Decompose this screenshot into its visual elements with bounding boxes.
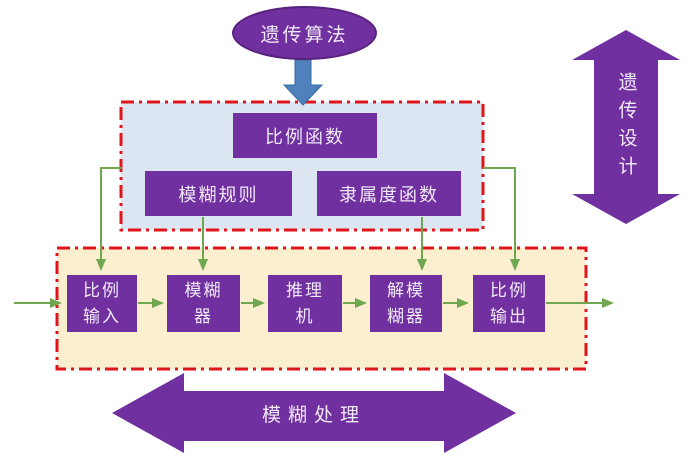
genetic-algorithm-label: 遗传算法 <box>260 24 349 46</box>
proportion-function-label: 比例函数 <box>265 126 345 147</box>
fuzzy-rules-label: 模糊规则 <box>178 184 259 205</box>
connector-design-to-input <box>96 167 122 271</box>
proportion-input-label: 比例 输入 <box>83 281 121 326</box>
connector-design-to-output <box>483 167 520 271</box>
inference-engine-label: 推理 机 <box>286 281 324 326</box>
fuzzy-processing-arrow-label-wrap: 模糊处理 <box>112 396 516 430</box>
proportion-output-label: 比例 输出 <box>490 281 528 326</box>
genetic-design-arrow-label-wrap: 遗传设计 <box>594 62 658 194</box>
genetic-algorithm-node: 遗传算法 <box>232 6 377 60</box>
fuzzy-processing-label: 模糊处理 <box>261 404 366 426</box>
fuzzifier-label: 模糊 器 <box>184 281 223 326</box>
box-fuzzy-rules: 模糊规则 <box>145 171 292 216</box>
genetic-design-arrow-icon <box>572 30 680 224</box>
box-fuzzifier: 模糊 器 <box>167 275 240 332</box>
box-defuzzifier: 解模 糊器 <box>370 275 442 332</box>
genetic-to-design-arrow-icon <box>282 59 324 106</box>
defuzzifier-label: 解模 糊器 <box>387 281 425 326</box>
box-proportion-output: 比例 输出 <box>473 275 545 332</box>
genetic-design-label: 遗传设计 <box>615 72 637 184</box>
fuzzy-processing-arrow-icon <box>112 373 516 453</box>
box-proportion-function: 比例函数 <box>233 113 377 158</box>
box-proportion-input: 比例 输入 <box>67 275 137 332</box>
membership-function-label: 隶属度函数 <box>339 184 439 205</box>
box-inference-engine: 推理 机 <box>268 275 342 332</box>
box-membership-function: 隶属度函数 <box>317 171 461 216</box>
